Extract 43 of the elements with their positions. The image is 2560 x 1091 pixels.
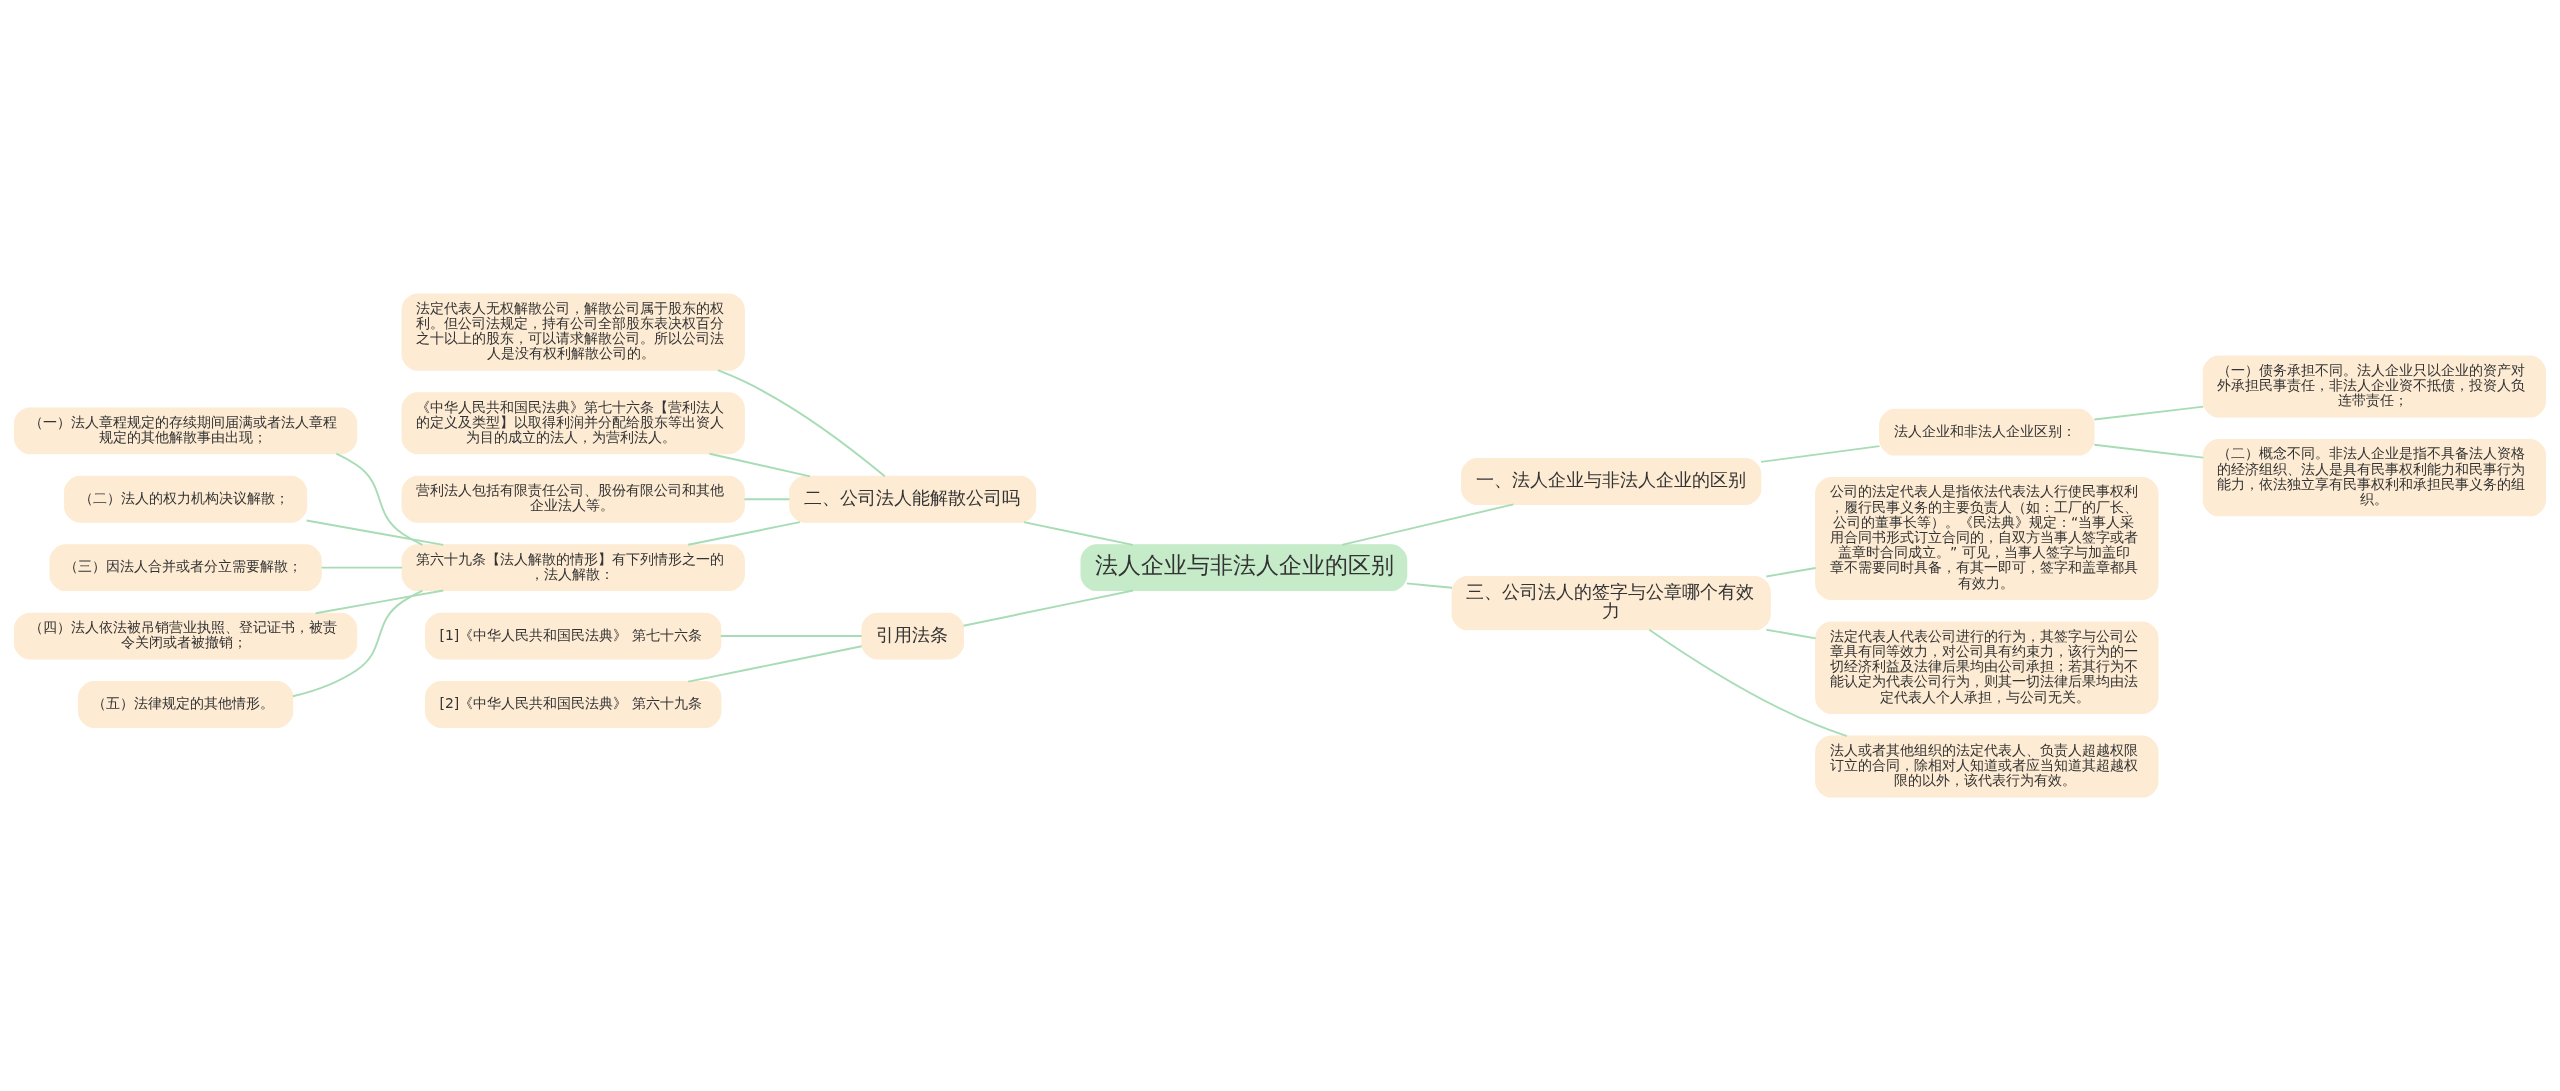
connector xyxy=(2093,443,2205,459)
node-box: （一）法人章程规定的存续期间届满或者法人章程规定的其他解散事由出现； xyxy=(13,407,358,455)
connector xyxy=(1648,628,1848,737)
node-box: （三）因法人合并或者分立需要解散； xyxy=(49,544,322,592)
node-box: 法人或者其他组织的法定代表人、负责人超越权限订立的合同，除相对人知道或者应当知道其超越权限的以外，该代表行为有效。 xyxy=(1815,735,2159,798)
node-box: （二）法人的权力机构决议解散； xyxy=(64,475,308,523)
connector xyxy=(708,452,811,478)
connector xyxy=(962,589,1134,627)
connector xyxy=(1765,567,1817,578)
node-box: （一）债务承担不同。法人企业只以企业的资产对外承担民事责任，非法人企业资不抵债，投资人负连带责任； xyxy=(2202,355,2547,418)
node-box: 法人企业和非法人企业区别： xyxy=(1879,408,2095,456)
connector xyxy=(1405,582,1454,589)
node-box: 引用法条 xyxy=(861,612,964,660)
connector xyxy=(716,369,886,478)
connector xyxy=(335,452,424,546)
node-box: 公司的法定代表人是指依法代表法人行使民事权利，履行民事义务的主要负责人（如：工厂的厂长、公司的董事长等）。《民法典》规定：“当事人采用合同书形式订立合同的，自双方当事人签字或者盖章时合同成立。” 可见，当事人签字与加盖印章不需要同时具备，有其一即可，签字和盖章都具有效力。 xyxy=(1815,477,2159,600)
connector xyxy=(719,635,863,638)
connector xyxy=(291,589,424,698)
node-box: 二、公司法人能解散公司吗 xyxy=(789,475,1037,523)
node-box: 一、法人企业与非法人企业的区别 xyxy=(1461,458,1762,505)
node-box: 《中华人民共和国民法典》第七十六条【营利法人的定义及类型】以取得利润并分配给股东等出资人为目的成立的法人，为营利法人。 xyxy=(401,392,745,455)
node-box: [2]《中华人民共和国民法典》 第六十九条 xyxy=(425,681,722,728)
connector xyxy=(1765,628,1817,640)
node-box: [1]《中华人民共和国民法典》 第七十六条 xyxy=(425,612,722,660)
connector xyxy=(1022,521,1134,546)
node-box: 第六十九条【法人解散的情形】有下列情形之一的，法人解散： xyxy=(401,544,745,592)
node-box: 营利法人包括有限责任公司、股份有限公司和其他企业法人等。 xyxy=(401,475,745,523)
connector xyxy=(314,589,445,615)
node-box: 法定代表人代表公司进行的行为，其签字与公司公章具有同等效力，对公司具有约束力，该行为的一切经济利益及法律后果均由公司承担；若其行为不能认定为代表公司行为，则其一切法律后果均由法定代表人个人承担，与公司无关。 xyxy=(1815,621,2159,714)
connector xyxy=(320,566,404,569)
node-box: （二）概念不同。非法人企业是指不具备法人资格的经济组织、法人是具有民事权利能力和民事行为能力，依法独立享有民事权利和承担民事义务的组织。 xyxy=(2202,439,2547,517)
connector xyxy=(687,521,801,546)
node-box: （五）法律规定的其他情形。 xyxy=(77,681,294,728)
node-box: 法定代表人无权解散公司，解散公司属于股东的权利。但公司法规定，持有公司全部股东表决权百分之十以上的股东，可以请求解散公司。所以公司法人是没有权利解散公司的。 xyxy=(401,293,745,371)
connector xyxy=(1341,503,1515,546)
connector xyxy=(2093,405,2205,421)
connector xyxy=(687,645,863,683)
node-box: 法人企业与非法人企业的区别 xyxy=(1080,544,1408,592)
connector xyxy=(305,519,445,546)
connector xyxy=(743,498,791,501)
node-box: （四）法人依法被吊销营业执照、登记证书，被责令关闭或者被撤销； xyxy=(13,612,358,660)
connector xyxy=(1760,445,1881,463)
node-box: 三、公司法人的签字与公章哪个有效力 xyxy=(1451,575,1771,631)
